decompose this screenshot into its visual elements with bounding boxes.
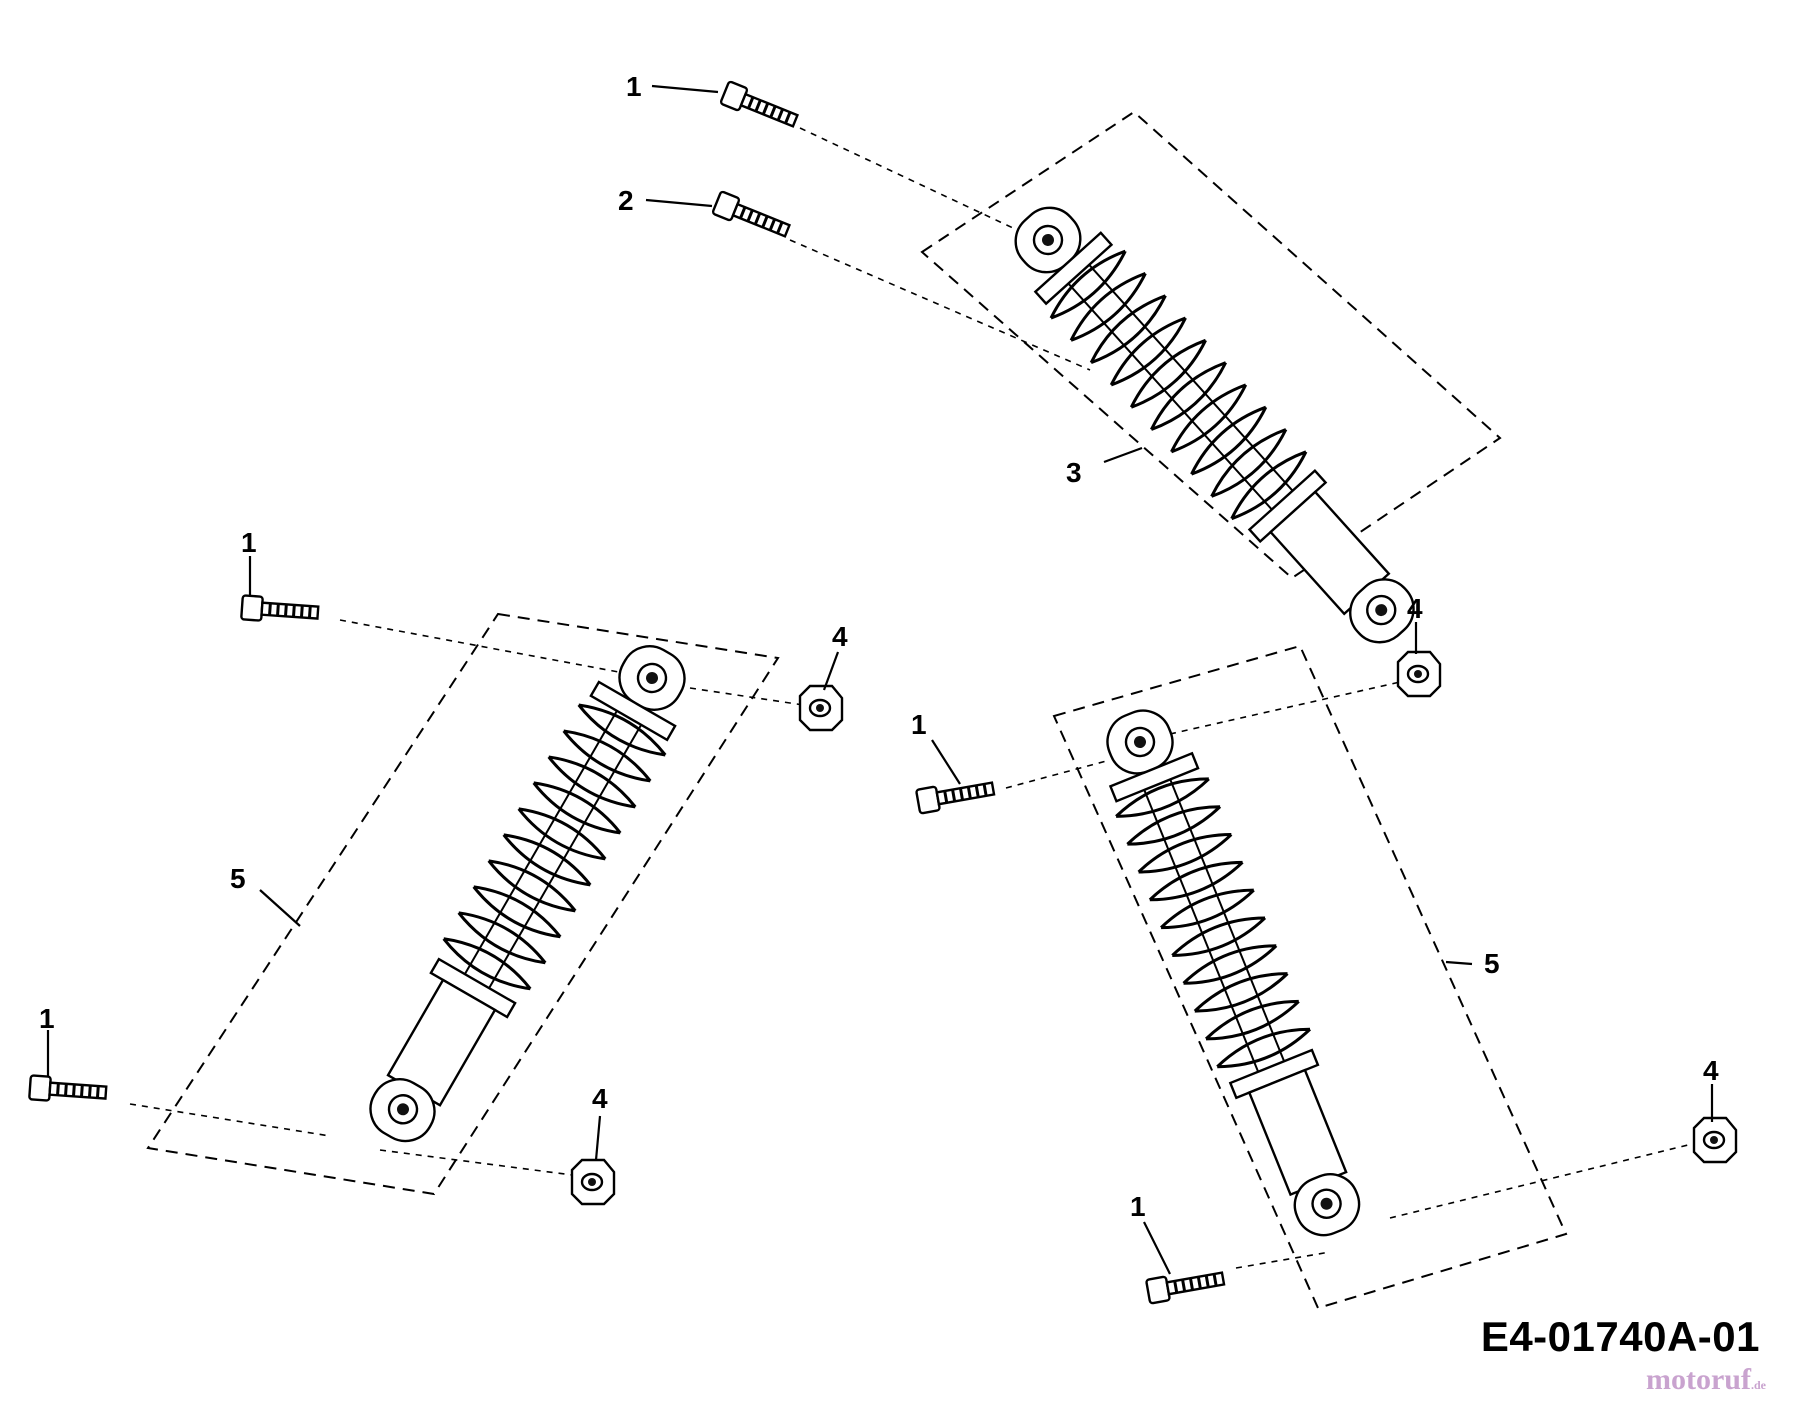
callout-5: 5 — [230, 863, 246, 894]
leader-line — [1143, 1221, 1171, 1275]
callout-5: 5 — [1484, 948, 1500, 979]
assembly-right: 4 1 5 4 1 — [911, 593, 1738, 1310]
leader-dash — [799, 127, 1031, 237]
kit-outline-5-right — [1052, 644, 1568, 1310]
leader-line — [645, 198, 713, 208]
bolt-1-top — [718, 79, 802, 134]
nut-4-right-upper — [1396, 650, 1442, 698]
leader-line — [1103, 446, 1143, 464]
nut-4-left-upper — [798, 684, 844, 732]
watermark-logo: motoruf.de — [1646, 1363, 1766, 1397]
bolt-1-left-lower — [27, 1073, 109, 1107]
bolt-1-right-lower — [1144, 1265, 1227, 1306]
callout-4: 4 — [1407, 593, 1423, 624]
callout-4: 4 — [1703, 1055, 1719, 1086]
shock-absorber-5-left — [343, 625, 712, 1162]
drawing-code: E4-01740A-01 — [1480, 1313, 1760, 1360]
leader-dash — [379, 1149, 581, 1177]
leader-dash — [689, 687, 811, 707]
callout-1: 1 — [241, 527, 257, 558]
leader-line — [931, 739, 961, 785]
callout-4: 4 — [592, 1083, 608, 1114]
bolt-1-left-upper — [239, 593, 321, 627]
leader-line — [594, 1115, 602, 1161]
assembly-left: 1 4 5 1 4 — [27, 527, 848, 1206]
leader-dash — [339, 619, 641, 677]
callout-3: 3 — [1066, 457, 1082, 488]
kit-outline-3 — [920, 110, 1502, 580]
kit-outline-5-left — [146, 612, 780, 1196]
leader-line — [1445, 960, 1473, 966]
leader-line — [259, 889, 301, 927]
shock-absorber-3 — [989, 182, 1440, 668]
callout-1: 1 — [1130, 1191, 1146, 1222]
leader-dash — [129, 1103, 331, 1137]
leader-dash — [1389, 1143, 1693, 1219]
callout-4: 4 — [832, 621, 848, 652]
leader-dash — [1235, 1251, 1331, 1269]
leader-dash — [1169, 681, 1401, 735]
leader-dash — [1005, 759, 1111, 789]
nut-4-left-lower — [570, 1158, 616, 1206]
assembly-top: 1 2 3 — [618, 71, 1502, 668]
leader-line — [822, 651, 840, 691]
bolt-1-right-upper — [914, 775, 997, 816]
watermark-name: motoruf — [1646, 1363, 1751, 1396]
callout-1: 1 — [911, 709, 927, 740]
callout-1: 1 — [626, 71, 642, 102]
callout-2: 2 — [618, 185, 634, 216]
shock-absorber-5-right — [1080, 693, 1386, 1252]
watermark-tld: .de — [1751, 1378, 1766, 1392]
callout-1: 1 — [39, 1003, 55, 1034]
leader-line — [651, 84, 719, 94]
nut-4-right-lower — [1692, 1116, 1738, 1164]
bolt-2-top — [710, 189, 794, 244]
